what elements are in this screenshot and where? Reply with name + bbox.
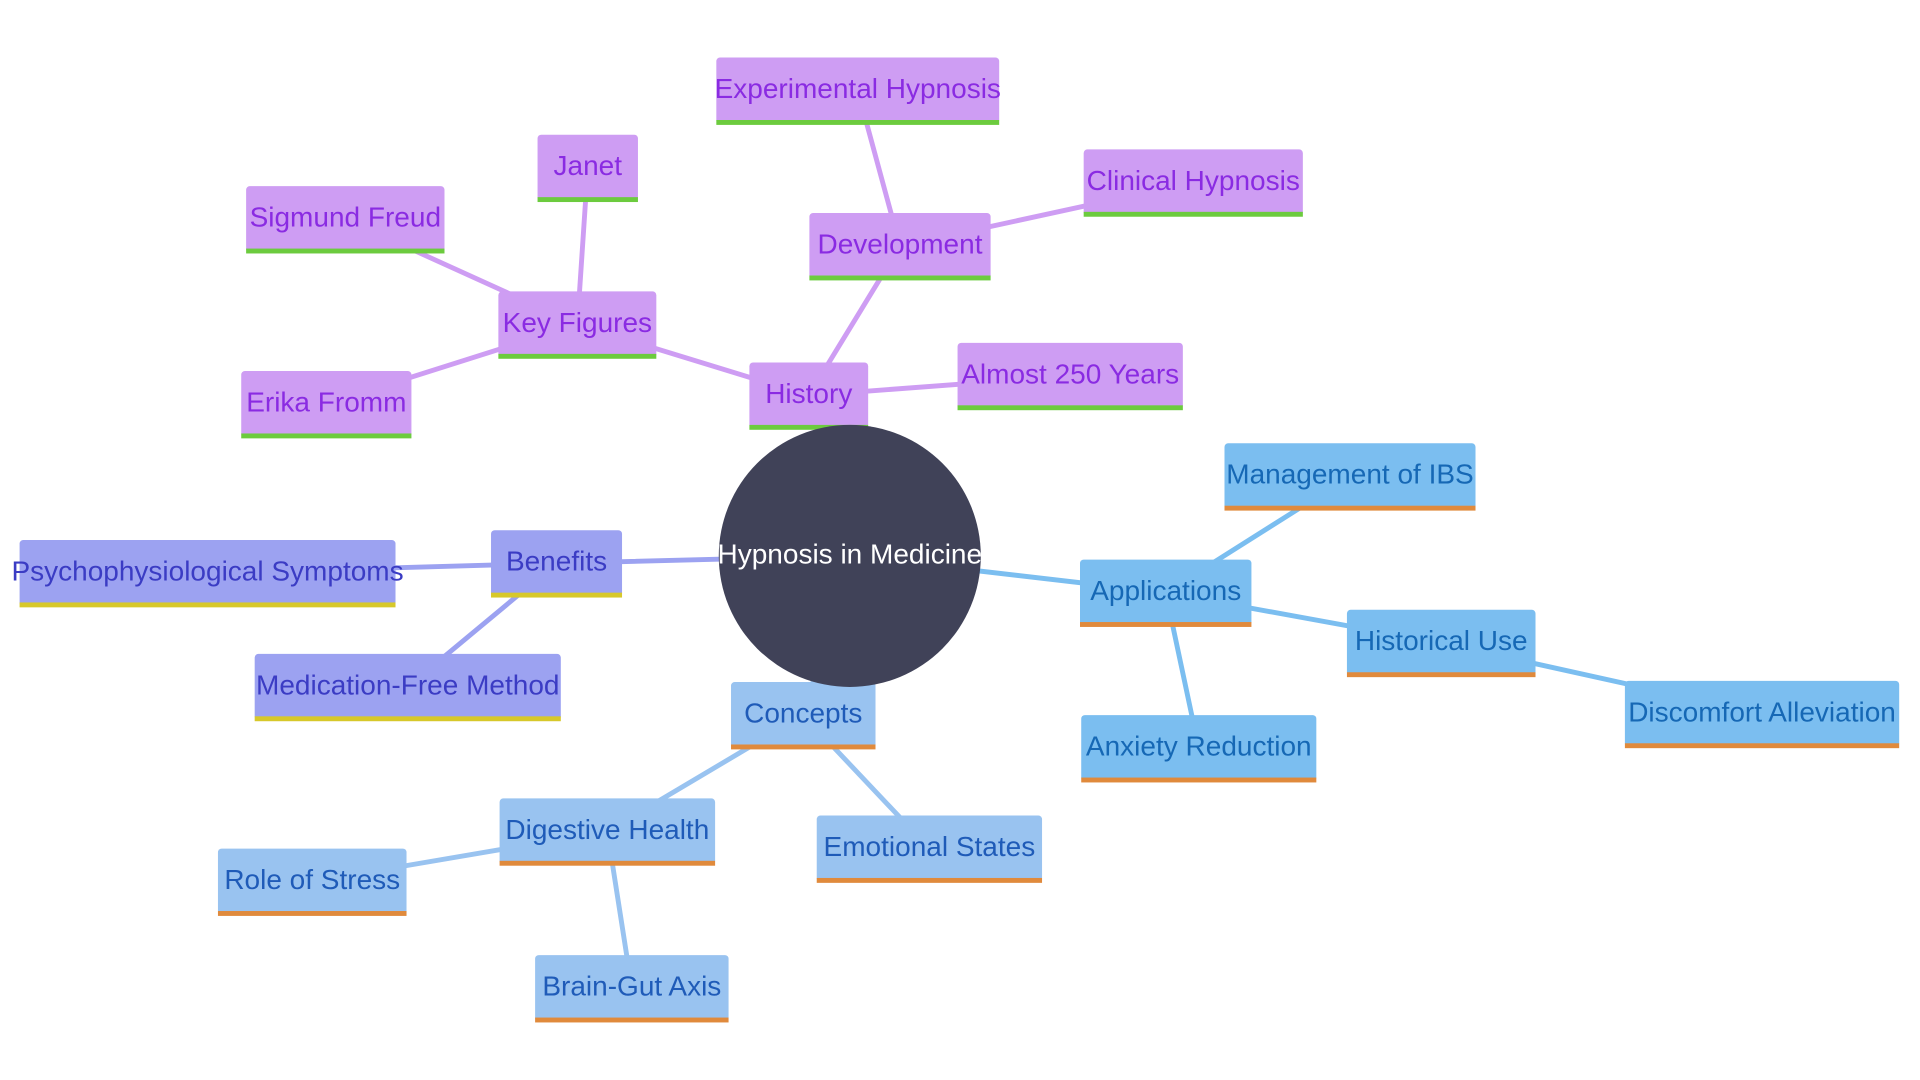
node-box <box>246 186 445 253</box>
node-erika-fromm: Erika Fromm <box>241 371 412 439</box>
node-psychophysiological: Psychophysiological Symptoms <box>11 540 404 608</box>
node-role-of-stress: Role of Stress <box>217 848 407 916</box>
center-label: Hypnosis in Medicine <box>718 538 983 569</box>
node-label: Concepts <box>744 697 862 728</box>
node-label: Clinical Hypnosis <box>1087 165 1300 196</box>
node-box <box>1624 680 1900 747</box>
node-label: Erika Fromm <box>246 386 406 417</box>
node-underline <box>749 424 869 430</box>
node-emotional-states: Emotional States <box>816 815 1043 883</box>
node-experimental-hypnosis: Experimental Hypnosis <box>715 57 1001 125</box>
node-label: Emotional States <box>824 831 1036 862</box>
node-label: Psychophysiological Symptoms <box>11 555 403 586</box>
node-label: Almost 250 Years <box>961 358 1179 389</box>
node-box <box>809 213 991 280</box>
node-box <box>241 371 412 438</box>
node-label: Medication-Free Method <box>256 669 559 700</box>
node-label: Brain-Gut Axis <box>542 971 721 1002</box>
node-label: Benefits <box>506 546 607 577</box>
node-label: Discomfort Alleviation <box>1628 696 1896 727</box>
node-janet: Janet <box>537 134 638 203</box>
node-box <box>816 815 1043 882</box>
node-sigmund-freud: Sigmund Freud <box>246 186 445 254</box>
node-label: Applications <box>1090 575 1241 606</box>
node-concepts: Concepts <box>731 682 876 750</box>
node-box <box>1224 443 1476 510</box>
node-underline <box>716 120 1000 125</box>
node-underline <box>535 1017 729 1023</box>
center-circle <box>718 424 981 687</box>
node-box <box>491 530 623 597</box>
node-box <box>731 682 876 749</box>
node-medication-free: Medication-Free Method <box>254 653 561 722</box>
node-underline <box>1083 211 1303 217</box>
node-box <box>499 798 716 865</box>
node-label: Janet <box>554 150 623 181</box>
node-label: Key Figures <box>503 307 652 338</box>
node-underline <box>816 877 1043 883</box>
node-clinical-hypnosis: Clinical Hypnosis <box>1083 149 1303 217</box>
node-discomfort-alleviation: Discomfort Alleviation <box>1624 680 1900 749</box>
nodes-layer: History Key Figures Sigmund Freud JanetErik… <box>11 57 1900 1023</box>
node-underline <box>809 275 991 281</box>
node-underline <box>1224 505 1476 511</box>
node-box <box>498 291 657 358</box>
node-underline <box>1081 777 1317 783</box>
node-underline <box>241 433 412 439</box>
node-applications: Applications <box>1080 559 1252 627</box>
node-label: Experimental Hypnosis <box>715 73 1001 104</box>
node-underline <box>19 602 396 608</box>
node-label: Sigmund Freud <box>250 202 441 233</box>
node-underline <box>217 911 407 916</box>
node-development: Development <box>809 213 991 281</box>
node-box <box>217 848 407 915</box>
node-label: Role of Stress <box>224 864 400 895</box>
node-label: History <box>765 378 852 409</box>
node-box <box>535 955 729 1022</box>
node-box <box>1081 715 1317 782</box>
node-center: Hypnosis in Medicine <box>718 424 983 687</box>
node-historical-use: Historical Use <box>1346 609 1536 678</box>
node-almost-250-years: Almost 250 Years <box>957 342 1183 411</box>
node-box <box>1083 149 1303 216</box>
node-underline <box>246 248 445 254</box>
node-box <box>1080 559 1252 626</box>
node-underline <box>254 716 561 722</box>
node-digestive-health: Digestive Health <box>499 798 716 866</box>
node-label: Development <box>818 229 983 260</box>
node-underline <box>1080 622 1252 627</box>
node-underline <box>731 744 876 750</box>
node-box <box>1346 609 1536 676</box>
node-underline <box>957 405 1183 411</box>
node-management-ibs: Management of IBS <box>1224 443 1476 511</box>
node-brain-gut-axis: Brain-Gut Axis <box>535 955 729 1023</box>
node-underline <box>498 353 657 359</box>
node-box <box>749 362 869 429</box>
node-box <box>19 540 396 607</box>
node-box <box>957 342 1183 409</box>
node-label: Digestive Health <box>505 814 709 845</box>
node-history: History <box>749 362 869 430</box>
node-underline <box>1346 672 1536 678</box>
node-underline <box>491 592 623 598</box>
node-box <box>716 57 1000 124</box>
node-label: Anxiety Reduction <box>1086 731 1312 762</box>
node-box <box>537 134 638 201</box>
node-box <box>254 653 561 720</box>
node-anxiety-reduction: Anxiety Reduction <box>1081 715 1317 783</box>
node-label: Management of IBS <box>1226 459 1473 490</box>
node-label: Historical Use <box>1355 625 1528 656</box>
node-benefits: Benefits <box>491 530 623 598</box>
node-underline <box>537 197 638 203</box>
node-key-figures: Key Figures <box>498 291 657 359</box>
node-underline <box>499 860 716 866</box>
node-underline <box>1624 743 1900 749</box>
